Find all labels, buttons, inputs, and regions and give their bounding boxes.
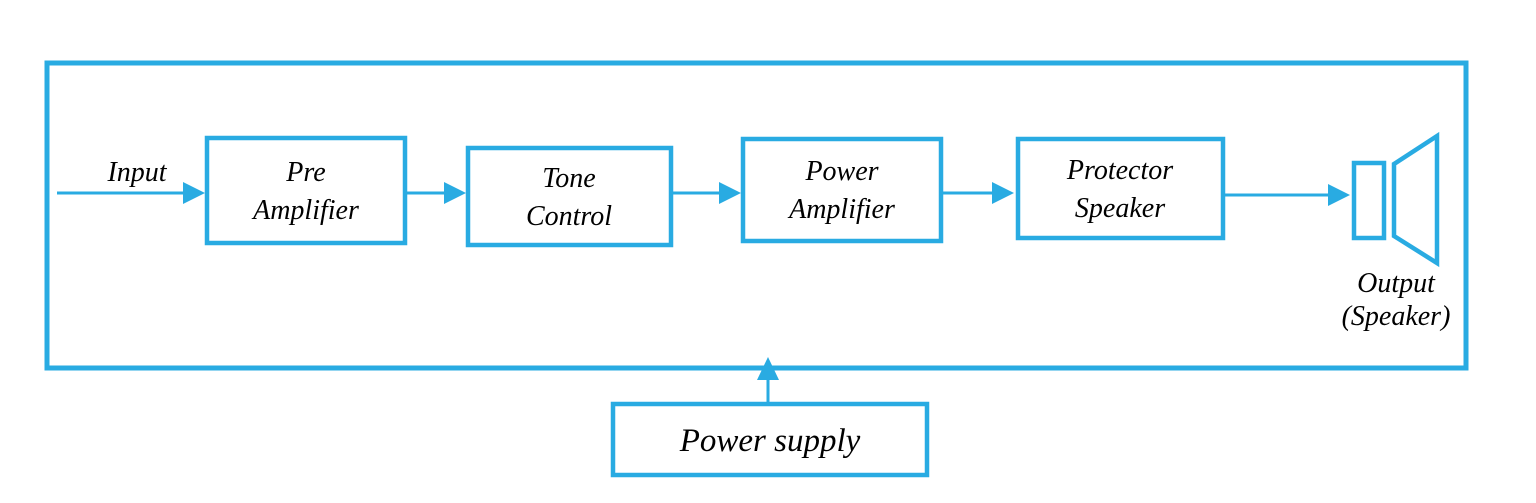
arrow-pre-to-tone — [405, 182, 466, 204]
input-arrow-head — [183, 182, 205, 204]
power-supply-label: Power supply — [679, 423, 861, 459]
system-boundary-rect — [44, 60, 1469, 371]
protector-speaker-box — [1015, 136, 1226, 241]
protector-speaker-label-line2: Speaker — [1075, 193, 1165, 224]
block-protector-speaker: Protector Speaker — [1015, 136, 1226, 241]
arrow-tone-to-power-head — [719, 182, 741, 204]
output-label-line2: (Speaker) — [1342, 301, 1451, 332]
protector-speaker-label-line1: Protector — [1066, 155, 1173, 186]
block-pre-amplifier: Pre Amplifier — [204, 135, 408, 246]
pre-amplifier-label-line2: Amplifier — [251, 195, 359, 226]
arrow-protector-to-speaker — [1223, 184, 1350, 206]
output-label-line1: Output — [1357, 268, 1436, 299]
speaker-horn — [1391, 131, 1440, 268]
input-label: Input — [106, 157, 167, 188]
arrow-power-to-protector-head — [992, 182, 1014, 204]
tone-control-box — [465, 145, 674, 248]
input-arrow — [57, 182, 205, 204]
power-supply-arrow — [757, 357, 779, 404]
tone-control-label-line2: Control — [526, 201, 612, 232]
arrow-protector-to-speaker-head — [1328, 184, 1350, 206]
power-supply-box — [610, 401, 930, 478]
block-tone-control: Tone Control — [465, 145, 674, 248]
tone-control-label-line1: Tone — [542, 163, 595, 194]
power-supply-arrow-head — [757, 357, 779, 380]
power-amplifier-label-line2: Amplifier — [787, 194, 895, 225]
arrow-tone-to-power — [671, 182, 741, 204]
power-amplifier-label-line1: Power — [804, 156, 878, 187]
pre-amplifier-label-line1: Pre — [285, 157, 325, 188]
speaker-driver-rect — [1351, 160, 1387, 241]
speaker-icon — [1351, 131, 1440, 268]
block-power-supply: Power supply — [610, 401, 930, 478]
power-amplifier-box — [740, 136, 944, 244]
arrow-pre-to-tone-head — [444, 182, 466, 204]
pre-amplifier-box — [204, 135, 408, 246]
arrow-power-to-protector — [941, 182, 1014, 204]
block-power-amplifier: Power Amplifier — [740, 136, 944, 244]
